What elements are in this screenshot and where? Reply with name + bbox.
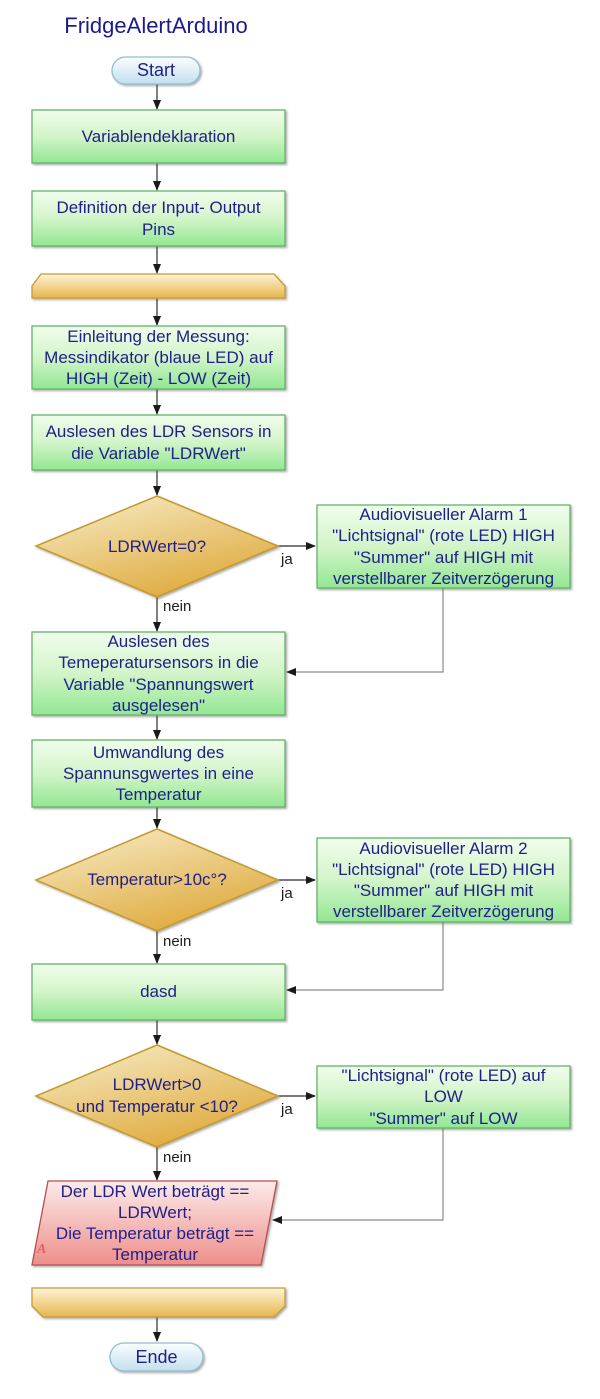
edge-alarm2-return bbox=[286, 922, 444, 994]
process-messung-einleitung bbox=[31, 325, 286, 390]
process-ldr-auslesen bbox=[31, 414, 286, 471]
edges-return bbox=[272, 588, 444, 1224]
process-pin-definition bbox=[31, 190, 286, 247]
terminator-start bbox=[111, 56, 201, 85]
loop-end-shape bbox=[31, 1287, 286, 1318]
process-variablendeklaration bbox=[31, 109, 286, 164]
process-dasd bbox=[31, 963, 286, 1021]
edges-main bbox=[153, 84, 316, 1342]
page-title: FridgeAlertArduino bbox=[64, 13, 248, 38]
io-output-values bbox=[31, 1180, 278, 1266]
process-umwandlung bbox=[31, 739, 286, 808]
annotation-marker-a: A bbox=[37, 1242, 47, 1257]
decision-ldr bbox=[34, 495, 280, 598]
process-alarm-off bbox=[316, 1065, 571, 1129]
edge-alarm1-return bbox=[286, 588, 444, 676]
loop-start-shape bbox=[31, 273, 286, 299]
edge-alarmoff-return bbox=[272, 1128, 444, 1224]
terminator-ende bbox=[109, 1342, 204, 1372]
decision-temp bbox=[34, 828, 280, 932]
process-alarm1 bbox=[316, 504, 571, 589]
decision-combined bbox=[34, 1044, 280, 1148]
process-temp-auslesen bbox=[31, 631, 286, 716]
process-alarm2 bbox=[316, 837, 571, 923]
